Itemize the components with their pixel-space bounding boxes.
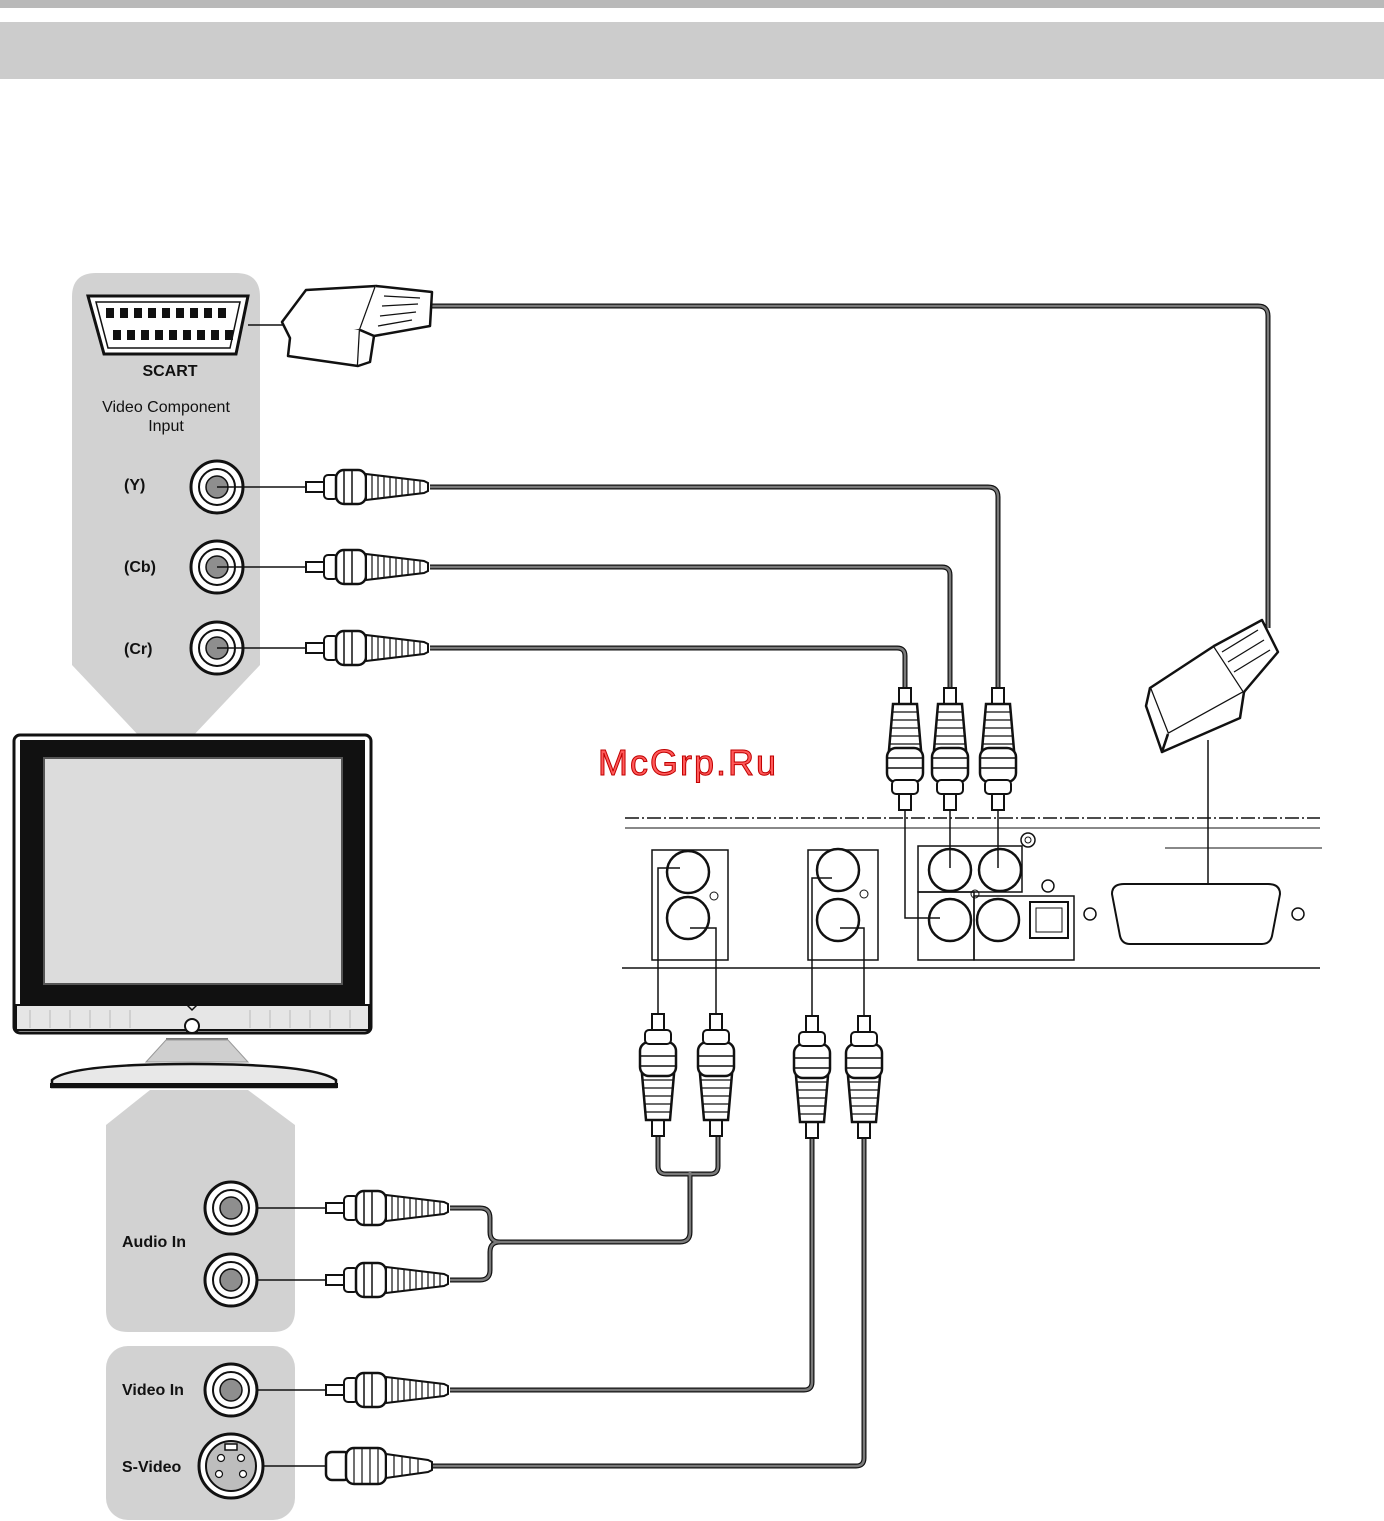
scart-plug-tv — [282, 286, 432, 366]
cb-label: (Cb) — [124, 559, 156, 576]
audio-panel — [106, 1090, 295, 1332]
cr-plug — [306, 631, 428, 665]
video-panel — [106, 1346, 295, 1520]
video-in-jack — [205, 1364, 257, 1416]
svideo-label: S-Video — [122, 1459, 182, 1476]
dvd-cr-plug — [887, 688, 923, 810]
dvd-y-plug — [980, 688, 1016, 810]
watermark: McGrp.Ru — [598, 742, 778, 783]
component-title-line1: Video Component — [102, 399, 230, 416]
svideo-jack — [199, 1434, 263, 1498]
scart-socket — [88, 296, 248, 354]
dvd-audio-r-plug — [698, 1014, 734, 1136]
video-plug — [326, 1373, 448, 1407]
dvd-svideo-plug — [846, 1016, 882, 1138]
audio-in-label: Audio In — [122, 1234, 186, 1251]
audio-l-plug — [326, 1191, 448, 1225]
audio-r-jack — [205, 1254, 257, 1306]
tv-monitor — [14, 735, 371, 1088]
video-in-label: Video In — [122, 1382, 184, 1399]
y-label: (Y) — [124, 477, 145, 494]
scart-plug-dvd — [1146, 620, 1278, 752]
svideo-plug — [326, 1448, 432, 1484]
dvd-cb-plug — [932, 688, 968, 810]
component-title-line2: Input — [148, 418, 184, 435]
cr-label: (Cr) — [124, 641, 152, 658]
audio-r-plug — [326, 1263, 448, 1297]
dvd-rear-panel — [622, 818, 1322, 968]
cb-plug — [306, 550, 428, 584]
dvd-audio-l-plug — [640, 1014, 676, 1136]
y-plug — [306, 470, 428, 504]
scart-label: SCART — [142, 363, 197, 380]
dvd-video-plug — [794, 1016, 830, 1138]
audio-l-jack — [205, 1182, 257, 1234]
